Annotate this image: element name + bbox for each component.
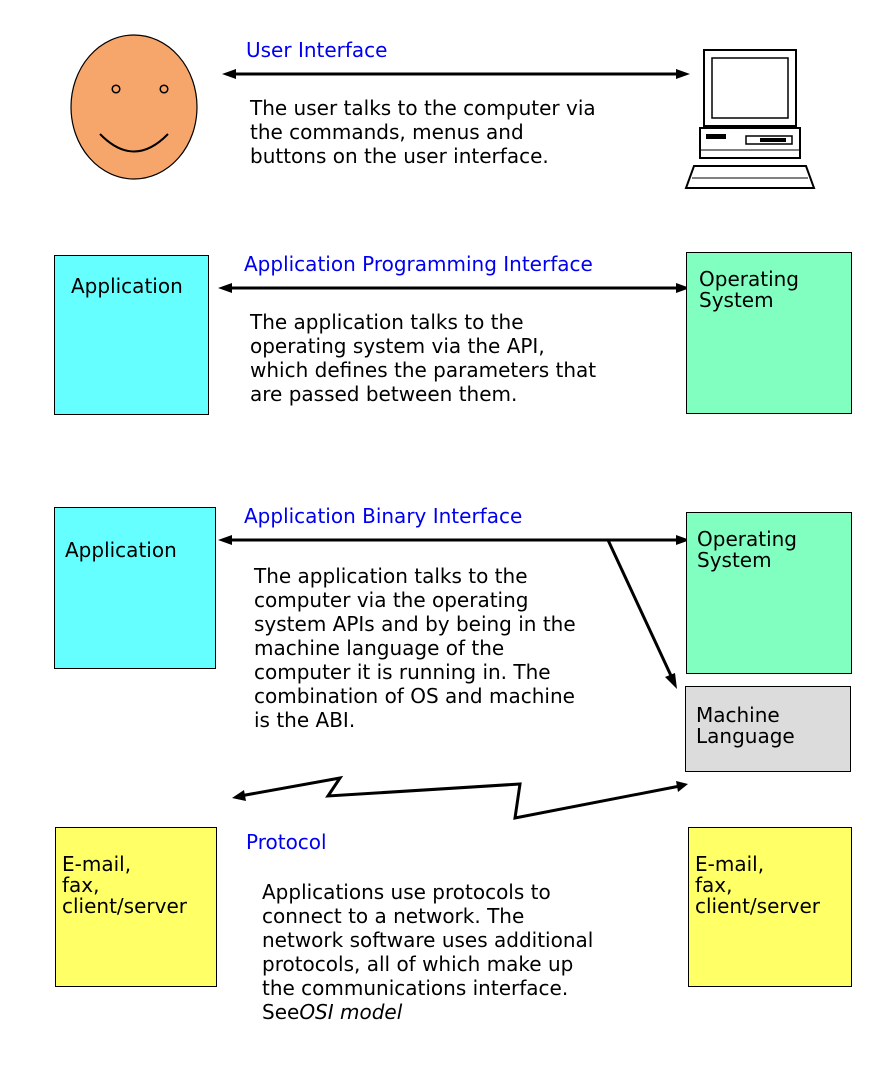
- see-prefix: See: [262, 1000, 300, 1024]
- user-interface-label: User Interface: [246, 38, 388, 62]
- api-label: Application Programming Interface: [244, 252, 593, 276]
- protocol-right-box: E-mail, fax, client/server: [688, 827, 852, 987]
- abi-operating-system-box: Operating System: [686, 512, 852, 674]
- user-interface-description: The user talks to the computer via the c…: [250, 96, 596, 168]
- abi-application-box: Application: [54, 507, 216, 669]
- abi-application-label: Application: [65, 538, 177, 562]
- protocol-right-head: [676, 781, 688, 792]
- abi-operating-system-label: Operating System: [697, 527, 797, 572]
- protocol-left-label: E-mail, fax, client/server: [62, 852, 187, 918]
- api-application-label: Application: [71, 274, 183, 298]
- protocol-left-box: E-mail, fax, client/server: [55, 827, 217, 987]
- abi-description: The application talks to the computer vi…: [254, 564, 576, 732]
- api-operating-system-label: Operating System: [699, 267, 799, 312]
- smiley-face-icon: [70, 34, 198, 180]
- api-arrow-right-head: [676, 283, 690, 293]
- see-reference: SeeOSI model: [262, 1000, 402, 1024]
- protocol-description: Applications use protocols to connect to…: [262, 880, 594, 1000]
- abi-arrow-left-head: [218, 535, 232, 545]
- abi-branch-arrow: [606, 539, 675, 681]
- computer-icon: [684, 49, 816, 189]
- api-arrow-left-head: [218, 283, 232, 293]
- ui-arrow-left-head: [222, 69, 236, 79]
- abi-branch-arrow-head: [665, 673, 677, 689]
- protocol-label: Protocol: [246, 830, 327, 854]
- abi-label: Application Binary Interface: [244, 504, 523, 528]
- protocol-right-label: E-mail, fax, client/server: [695, 852, 820, 918]
- api-description: The application talks to the operating s…: [250, 310, 597, 406]
- abi-machine-language-label: Machine Language: [696, 703, 795, 748]
- protocol-left-head: [232, 790, 246, 801]
- osi-model-link[interactable]: OSI model: [299, 1000, 403, 1024]
- api-operating-system-box: Operating System: [686, 252, 852, 414]
- ui-arrow-right-head: [676, 69, 690, 79]
- api-application-box: Application: [54, 255, 209, 415]
- protocol-zigzag: [239, 775, 681, 820]
- abi-arrow-right-head: [676, 535, 690, 545]
- abi-machine-language-box: Machine Language: [685, 686, 851, 772]
